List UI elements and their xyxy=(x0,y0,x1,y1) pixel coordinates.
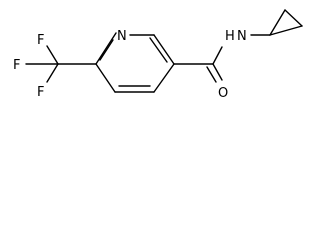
bond-n1-c2 xyxy=(95,32,117,65)
bond-carbonyl-n xyxy=(212,46,223,65)
bond-c5-c6 xyxy=(153,34,175,65)
bond-cp3-cp1 xyxy=(269,9,286,36)
bond-cf3-f-upper xyxy=(46,45,59,65)
bond-c2-c3 xyxy=(95,63,116,93)
bond-cp2-cp3 xyxy=(284,9,303,27)
structure-diagram: N H N O F F F xyxy=(13,9,303,101)
bond-c4-c5 xyxy=(153,63,175,93)
atom-f-lower: F xyxy=(37,85,44,100)
atom-n-amide: N xyxy=(237,29,247,44)
bond-n1-c2-inner xyxy=(99,39,114,61)
atom-f-left: F xyxy=(13,58,20,73)
atom-o-carbonyl: O xyxy=(218,86,228,101)
bond-carbonyl-o-b xyxy=(206,66,217,83)
atom-h-amide: H xyxy=(225,29,235,44)
bonds xyxy=(25,9,303,93)
bond-c5-c6-inner xyxy=(149,37,168,63)
bond-cf3-f-lower xyxy=(46,63,59,83)
bond-cp1-cp2 xyxy=(269,25,303,36)
atom-f-upper: F xyxy=(37,33,44,48)
atom-n-ring: N xyxy=(117,29,127,44)
atom-labels: N H N O F F F xyxy=(13,29,247,101)
bond-carbonyl-o-a xyxy=(212,63,223,81)
